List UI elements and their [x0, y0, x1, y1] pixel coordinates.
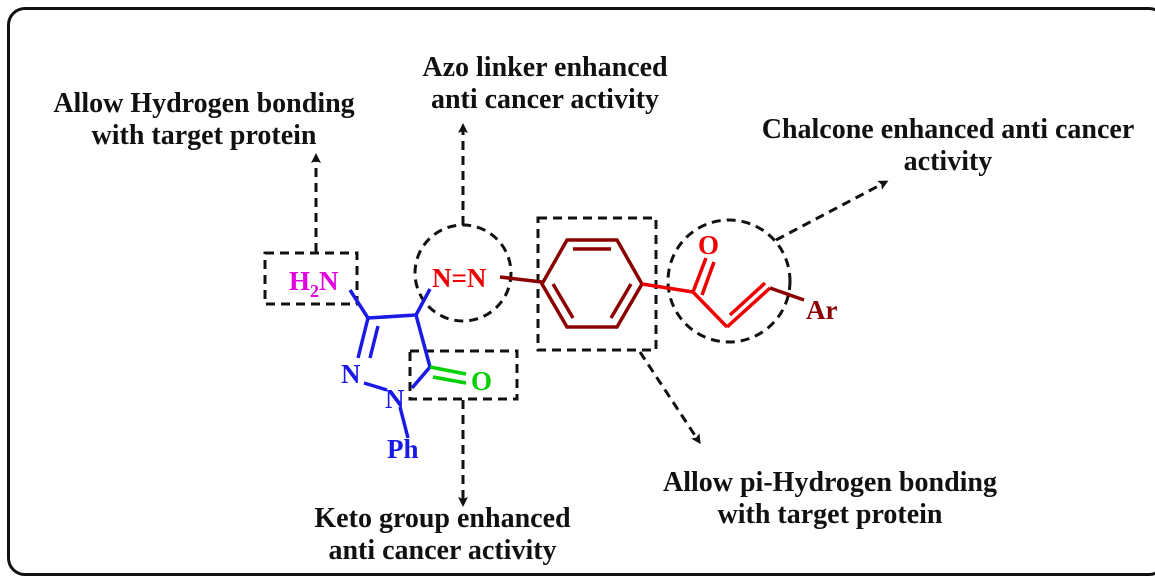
chalcone-oxygen-label: O: [698, 230, 719, 260]
pi-hbond-line-2: with target protein: [717, 499, 943, 530]
diagram-frame: [7, 7, 1155, 576]
benzene-ring: [539, 238, 645, 329]
chalcone-highlight-circle: [666, 218, 792, 344]
aryl-label: Ar: [806, 295, 837, 325]
ring-n1-label: N: [341, 359, 361, 389]
azo-benzene-bond: [499, 275, 543, 284]
keto-oxygen-label: O: [471, 366, 492, 396]
hbond-annotation: Allow Hydrogen bonding with target prote…: [14, 88, 394, 152]
aryl-bond: [769, 286, 805, 302]
azo-label: N=N: [432, 263, 487, 293]
keto-line-2: anti cancer activity: [328, 535, 557, 566]
keto-annotation: Keto group enhanced anti cancer activity: [270, 503, 615, 567]
azo-line-2: anti cancer activity: [430, 84, 660, 115]
azo-annotation: Azo linker enhanced anti cancer activity: [375, 52, 715, 116]
chalcone-line-1: Chalcone enhanced anti cancer: [761, 114, 1135, 145]
keto-bond: [429, 365, 467, 385]
pi-hbond-line-1: Allow pi-Hydrogen bonding: [662, 467, 998, 498]
keto-highlight-box: [408, 349, 519, 401]
chalcone-annotation: Chalcone enhanced anti cancer activity: [718, 114, 1155, 178]
hbond-line-1: Allow Hydrogen bonding: [53, 88, 355, 119]
amine-label: H2N: [289, 266, 339, 301]
amine-bond: [348, 289, 370, 319]
amine-highlight-box: [263, 251, 359, 306]
phenyl-label: Ph: [387, 434, 419, 464]
benzene-highlight-box: [536, 216, 658, 352]
ring-c4-c5-bond: [414, 314, 432, 368]
pyrazolone-ring: [356, 288, 432, 439]
azo-line-1: Azo linker enhanced: [422, 52, 668, 83]
chalcone-arrow: [775, 180, 889, 242]
chalcone-line-2: activity: [903, 146, 993, 177]
ring-n2-label: N: [385, 384, 405, 414]
pi-hbond-annotation: Allow pi-Hydrogen bonding with target pr…: [615, 467, 1045, 531]
hbond-line-2: with target protein: [91, 120, 317, 151]
chalcone-chain: [641, 257, 772, 329]
keto-line-1: Keto group enhanced: [314, 503, 571, 534]
pi-hbond-arrow: [638, 351, 701, 445]
